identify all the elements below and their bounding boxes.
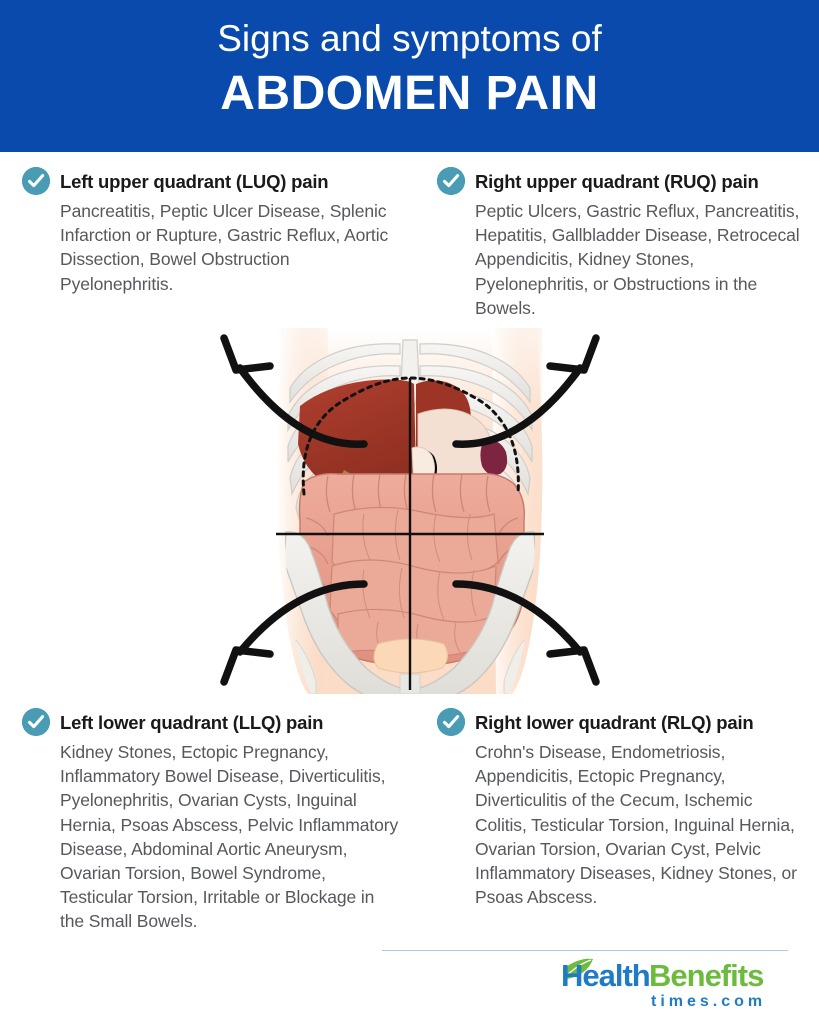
quadrant-heading-llq: Left lower quadrant (LLQ) pain [22, 708, 402, 736]
quadrant-body-ruq: Peptic Ulcers, Gastric Reflux, Pancreati… [475, 201, 800, 318]
footer-divider [382, 950, 788, 951]
quadrant-body-luq: Pancreatitis, Peptic Ulcer Disease, Sple… [60, 201, 389, 294]
quadrant-title-rlq: Right lower quadrant (RLQ) pain [475, 712, 754, 733]
quadrant-title-llq: Left lower quadrant (LLQ) pain [60, 712, 324, 733]
abdomen-quadrants-anatomy-diagram [178, 322, 642, 694]
small-intestine [329, 506, 499, 657]
quadrant-block-luq: Left upper quadrant (LUQ) pain Pancreati… [22, 167, 402, 296]
quadrant-body-rlq: Crohn's Disease, Endometriosis, Appendic… [475, 742, 797, 908]
check-circle-icon [437, 708, 465, 736]
quadrant-body-llq: Kidney Stones, Ectopic Pregnancy, Inflam… [60, 742, 399, 932]
page-header: Signs and symptoms of ABDOMEN PAIN [0, 0, 819, 152]
quadrant-title-luq: Left upper quadrant (LUQ) pain [60, 171, 329, 192]
quadrant-block-rlq: Right lower quadrant (RLQ) pain Crohn's … [437, 708, 807, 909]
check-circle-icon [437, 167, 465, 195]
logo-health-text: Health [561, 958, 650, 993]
check-circle-icon [22, 708, 50, 736]
leaf-icon [563, 958, 593, 979]
quadrant-title-ruq: Right upper quadrant (RUQ) pain [475, 171, 759, 192]
quadrant-arrows [220, 334, 600, 686]
quadrant-crosshair [276, 378, 544, 690]
quadrant-heading-ruq: Right upper quadrant (RUQ) pain [437, 167, 807, 195]
logo-times-text: times.com [651, 993, 766, 1010]
quadrant-block-ruq: Right upper quadrant (RUQ) pain Peptic U… [437, 167, 807, 320]
quadrant-heading-luq: Left upper quadrant (LUQ) pain [22, 167, 402, 195]
logo-benefits-text: Benefits [649, 958, 763, 993]
quadrant-block-llq: Left lower quadrant (LLQ) pain Kidney St… [22, 708, 402, 934]
quadrant-heading-rlq: Right lower quadrant (RLQ) pain [437, 708, 807, 736]
check-circle-icon [22, 167, 50, 195]
healthbenefitstimes-logo[interactable]: Health Benefits times.com [559, 953, 789, 1013]
page-title: ABDOMEN PAIN [220, 67, 599, 120]
header-subtitle: Signs and symptoms of [217, 18, 602, 59]
